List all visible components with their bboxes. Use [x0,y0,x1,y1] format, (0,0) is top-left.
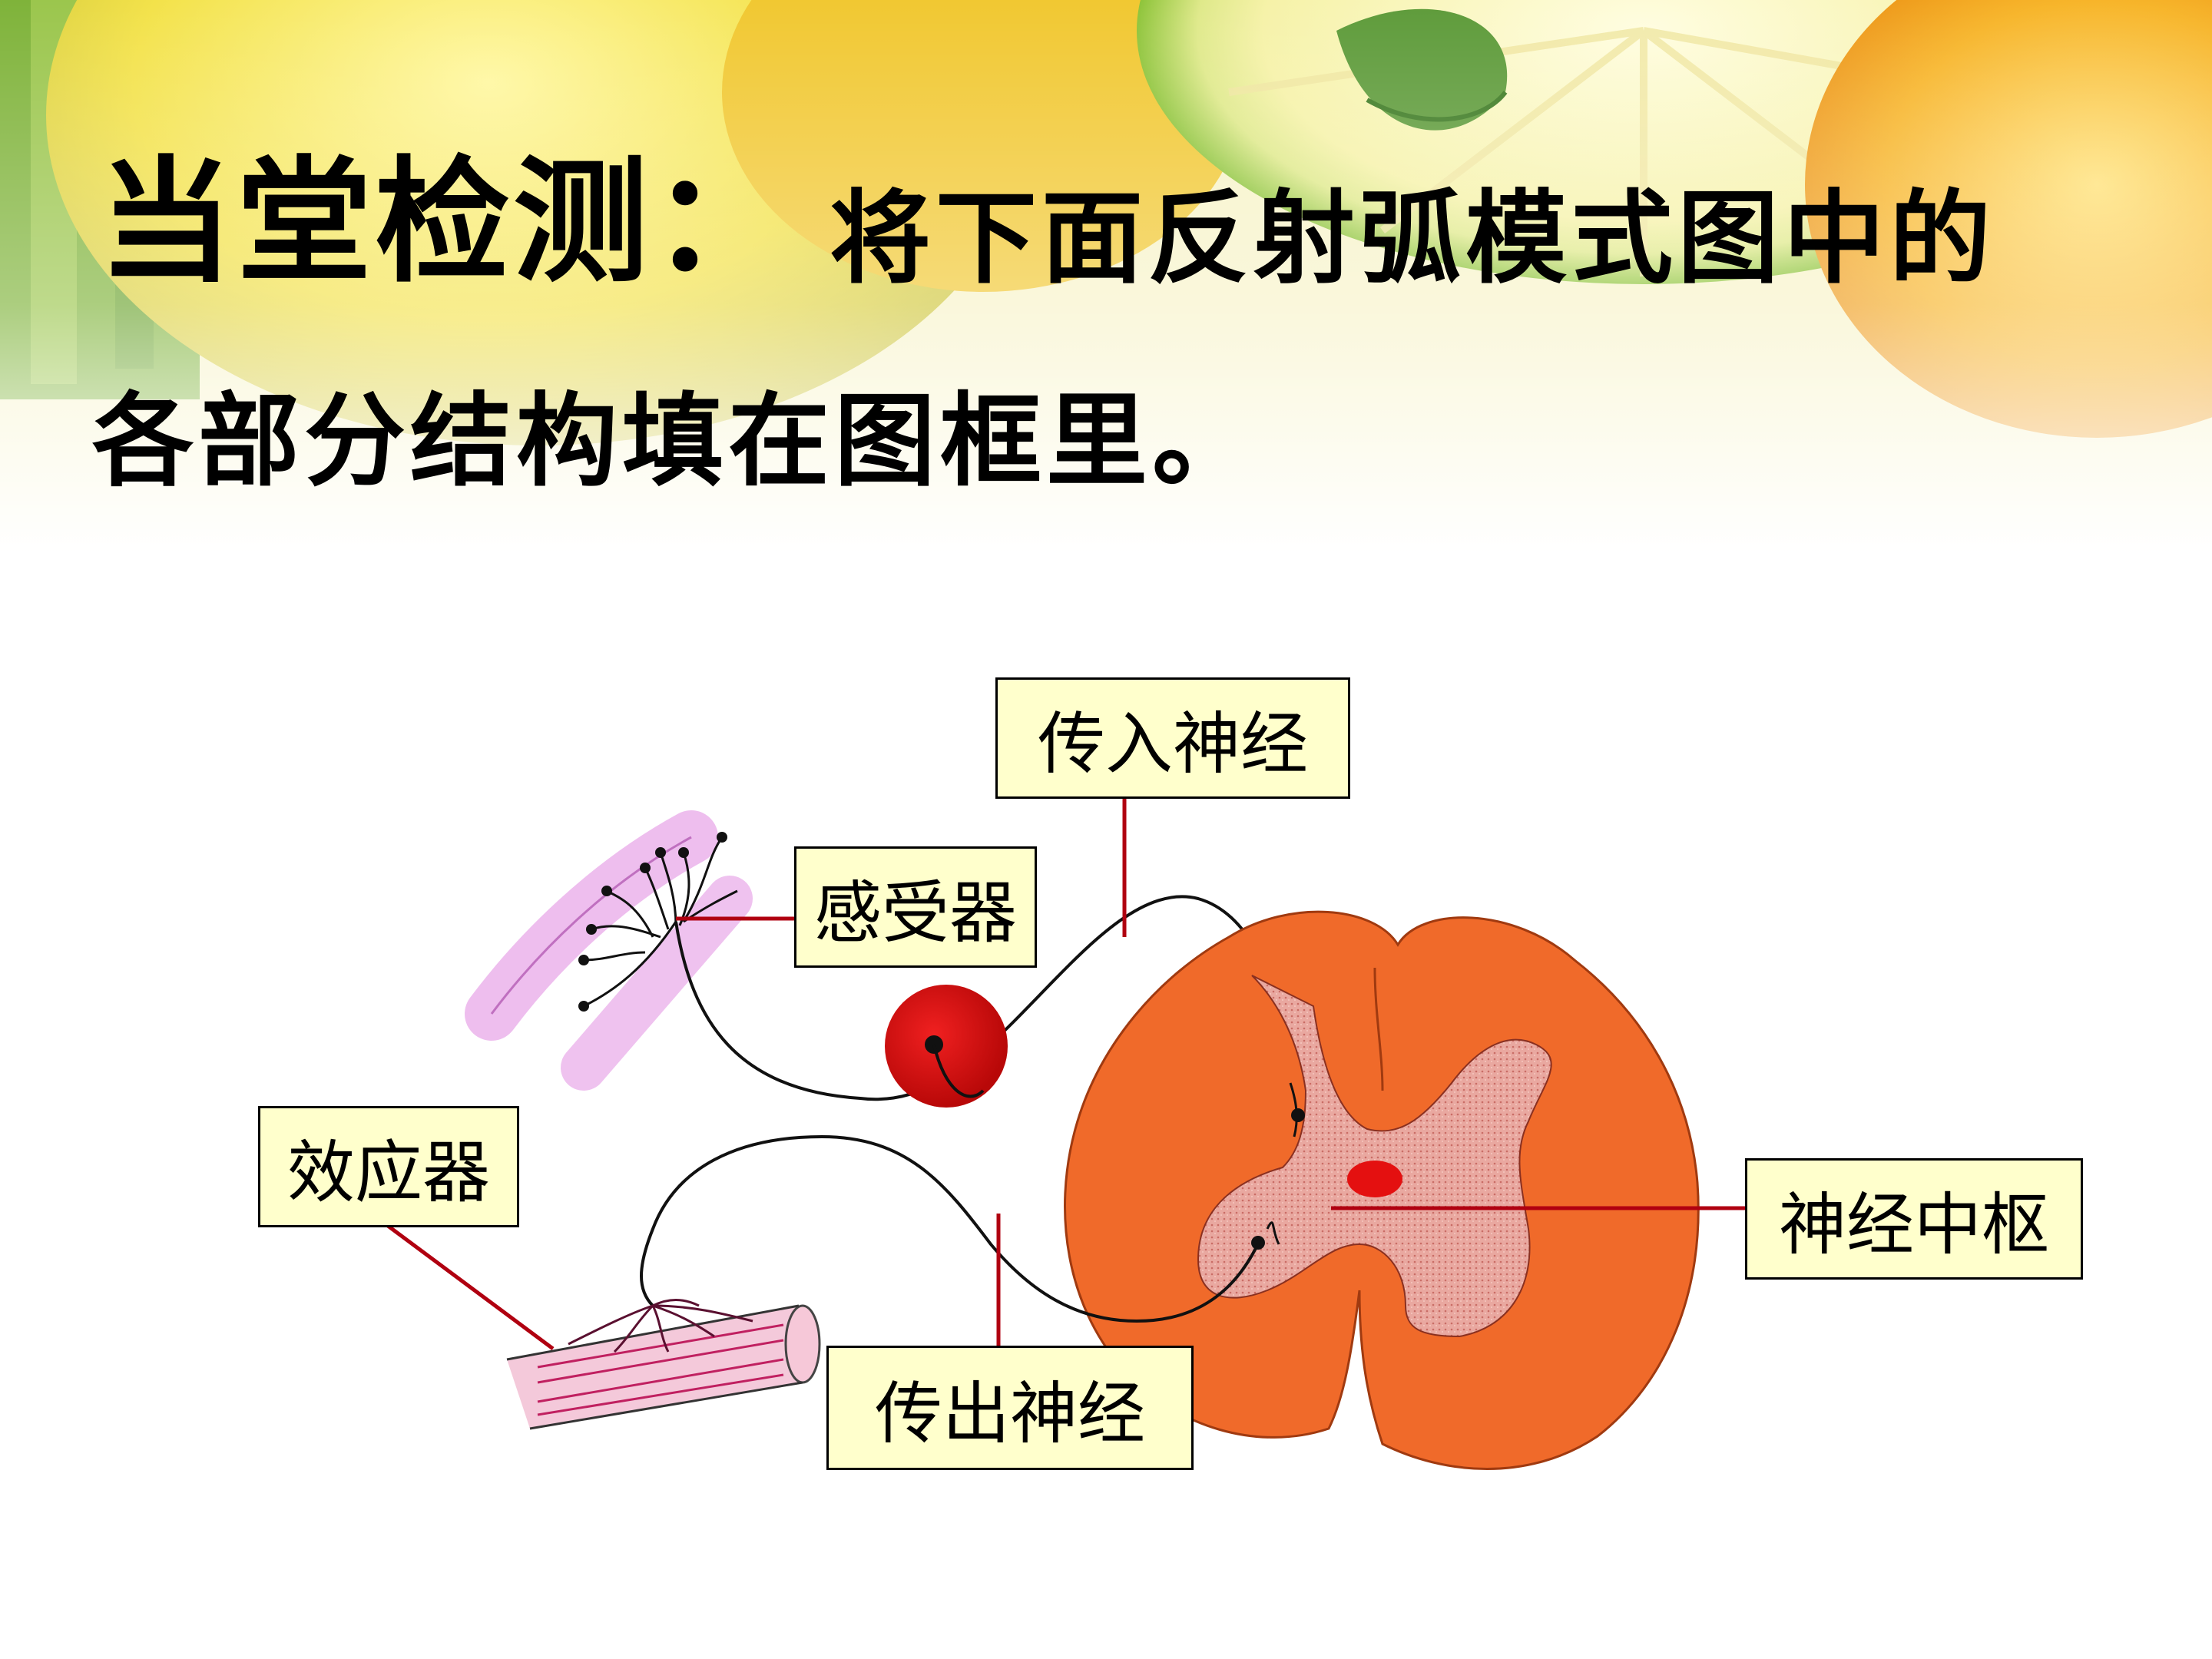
receptor-endpoints [578,832,727,1012]
label-efferent-nerve: 传出神经 [826,1346,1194,1470]
label-nerve-center: 神经中枢 [1745,1158,2083,1280]
label-effector: 效应器 [258,1106,519,1227]
efferent-neuron-fiber [640,1134,1261,1323]
dorsal-root-ganglion [885,985,1008,1108]
leader-lines [386,799,1747,1351]
muscle-tissue [506,1304,821,1430]
title-prompt-line2: 各部分结构填在图框里。 [92,382,1258,501]
motor-end-plate [568,1299,753,1353]
citrus-background-image [0,0,2212,553]
label-afferent-nerve: 传入神经 [995,677,1350,799]
title-prompt-line1: 将下面反射弧模式图中的 [830,180,1995,298]
skin-tissue [465,810,753,1091]
title-heading: 当堂检测： [98,144,790,301]
spinal-cord [1064,910,1700,1470]
label-receptor: 感受器 [794,846,1037,968]
